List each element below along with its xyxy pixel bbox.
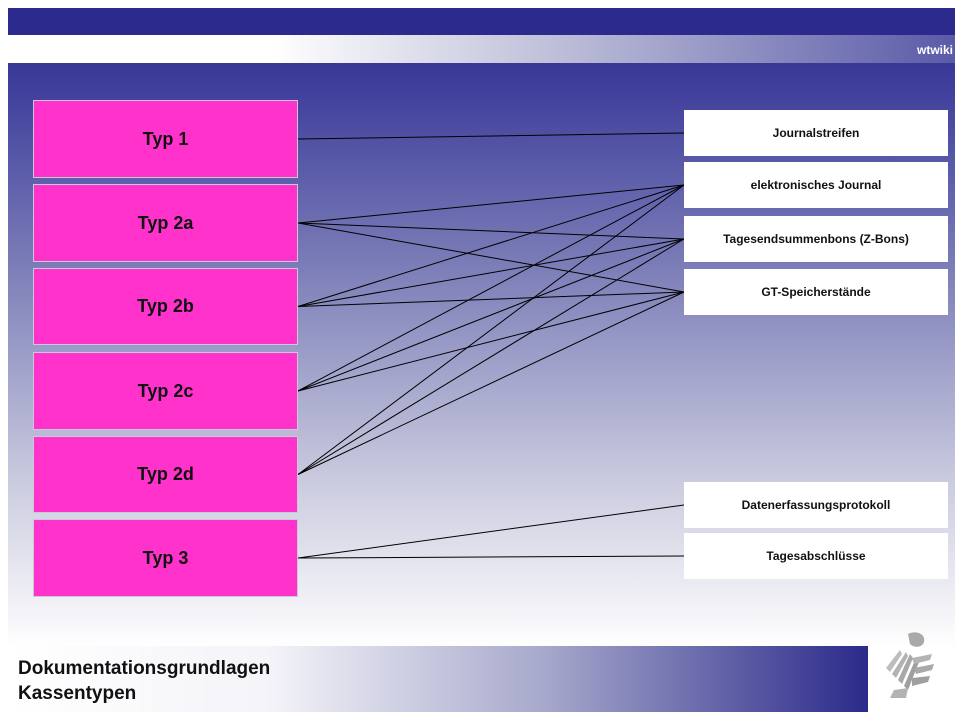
doc-label: Journalstreifen bbox=[772, 126, 860, 140]
top-bar bbox=[8, 8, 955, 35]
connector-t2c-d4 bbox=[297, 291, 685, 392]
doc-box-gt-speicherstaende: GT-Speicherstände bbox=[684, 269, 948, 315]
footer-title-line-2: Kassentypen bbox=[18, 683, 137, 704]
footer-band bbox=[8, 646, 868, 712]
header-strip bbox=[8, 35, 955, 63]
type-box-typ-1: Typ 1 bbox=[33, 100, 298, 178]
doc-box-journalstreifen: Journalstreifen bbox=[684, 110, 948, 156]
doc-box-elektronisches-journal: elektronisches Journal bbox=[684, 162, 948, 208]
connector-t2b-d2 bbox=[297, 184, 685, 307]
type-box-typ-2a: Typ 2a bbox=[33, 184, 298, 262]
slide: wtwiki Typ 1 Typ 2a Typ 2b Typ 2c Typ 2d… bbox=[8, 8, 955, 720]
doc-label: elektronisches Journal bbox=[750, 178, 882, 192]
connector-t2d-d4 bbox=[297, 291, 685, 475]
type-label: Typ 2b bbox=[137, 296, 194, 316]
type-label: Typ 3 bbox=[142, 547, 189, 568]
connection-lines bbox=[297, 132, 685, 559]
connector-t3-d5 bbox=[297, 504, 685, 559]
doc-label: Tagesabschlüsse bbox=[766, 549, 866, 563]
brand-label: wtwiki bbox=[916, 43, 953, 57]
doc-box-datenerfassungsprotokoll: Datenerfassungsprotokoll bbox=[684, 482, 948, 528]
connector-t2a-d4 bbox=[297, 222, 685, 293]
company-logo-icon bbox=[886, 632, 934, 698]
connector-t2c-d3 bbox=[297, 238, 685, 392]
type-label: Typ 1 bbox=[142, 128, 189, 149]
type-box-typ-2b: Typ 2b bbox=[33, 268, 298, 345]
connector-t2d-d3 bbox=[297, 238, 685, 475]
type-box-typ-2c: Typ 2c bbox=[33, 352, 298, 430]
connector-t2c-d2 bbox=[297, 184, 685, 392]
doc-box-tagesabschluesse: Tagesabschlüsse bbox=[684, 533, 948, 579]
type-label: Typ 2d bbox=[137, 464, 194, 484]
type-label: Typ 2a bbox=[137, 212, 194, 233]
connector-t2b-d3 bbox=[297, 238, 685, 307]
doc-label: Tagesendsummenbons (Z-Bons) bbox=[723, 232, 909, 246]
type-label: Typ 2c bbox=[137, 380, 194, 401]
footer-title: Dokumentationsgrundlagen Kassentypen bbox=[18, 656, 270, 706]
connector-t1-d1 bbox=[297, 132, 685, 140]
doc-label: Datenerfassungsprotokoll bbox=[741, 498, 891, 512]
connector-t2d-d2 bbox=[297, 184, 685, 475]
connector-t2a-d3 bbox=[297, 222, 685, 240]
connector-t3-d6 bbox=[297, 555, 685, 559]
footer-title-line-1: Dokumentationsgrundlagen bbox=[18, 658, 271, 679]
connector-t2a-d2 bbox=[297, 184, 685, 224]
type-box-typ-2d: Typ 2d bbox=[33, 436, 298, 513]
doc-label: GT-Speicherstände bbox=[761, 285, 871, 299]
type-box-typ-3: Typ 3 bbox=[33, 519, 298, 597]
connector-t2b-d4 bbox=[297, 291, 685, 307]
doc-box-tagesendsummenbons: Tagesendsummenbons (Z-Bons) bbox=[684, 216, 948, 262]
